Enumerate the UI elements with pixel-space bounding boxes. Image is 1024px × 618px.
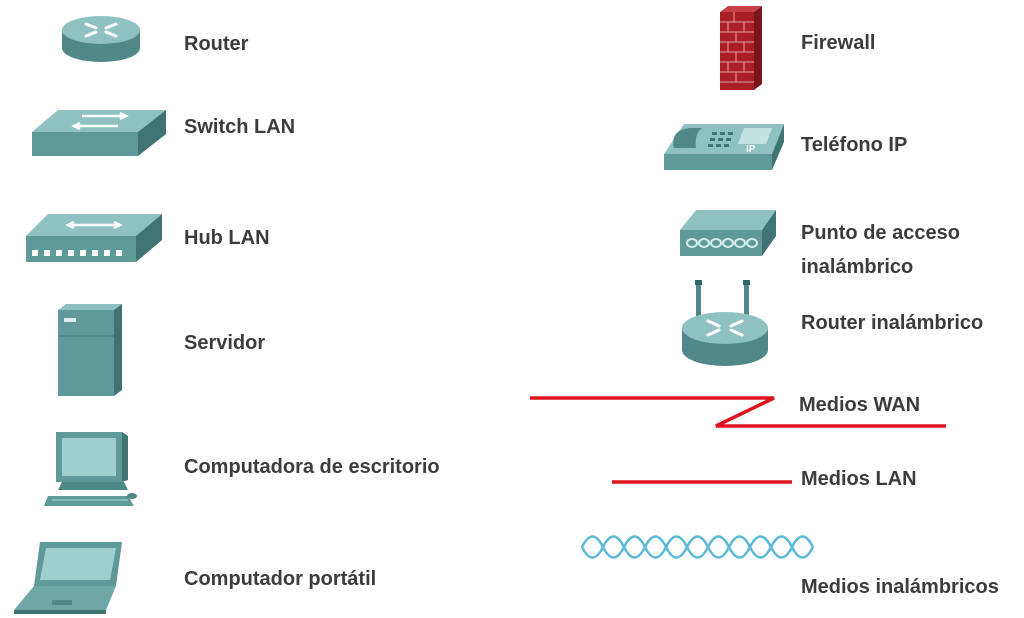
laptop-label: Computador portátil: [184, 568, 377, 590]
medios-inalambricos-label: Medios inalámbricos: [801, 576, 999, 598]
laptop-icon: [12, 540, 128, 616]
wireless-router-label: Router inalámbrico: [801, 312, 984, 334]
switch-lan-label: Switch LAN: [184, 116, 296, 138]
switch-icon: [30, 106, 170, 160]
access-point-label-line1: Punto de acceso: [801, 222, 960, 244]
medios-wan-label: Medios WAN: [799, 394, 921, 416]
servidor-label: Servidor: [184, 332, 266, 354]
hub-icon: [24, 210, 166, 266]
telefono-ip-label: Teléfono IP: [801, 134, 908, 156]
access-point-label-line2: inalámbrico: [801, 256, 914, 278]
ip-badge: IP: [746, 144, 756, 155]
hub-lan-label: Hub LAN: [184, 227, 270, 249]
desktop-icon: [44, 430, 140, 510]
medios-lan-label: Medios LAN: [801, 468, 917, 490]
access-point-icon: [676, 206, 780, 262]
router-label: Router: [184, 33, 249, 55]
router-icon: [58, 8, 144, 70]
wireless-media-icon: [580, 530, 816, 564]
desktop-label: Computadora de escritorio: [184, 456, 440, 478]
firewall-label: Firewall: [801, 32, 876, 54]
ip-phone-icon: IP: [660, 120, 788, 174]
firewall-icon: [714, 4, 766, 92]
lan-media-icon: [612, 478, 792, 486]
wan-media-icon: [530, 392, 948, 432]
wireless-router-icon: [678, 278, 772, 374]
server-icon: [54, 302, 128, 398]
